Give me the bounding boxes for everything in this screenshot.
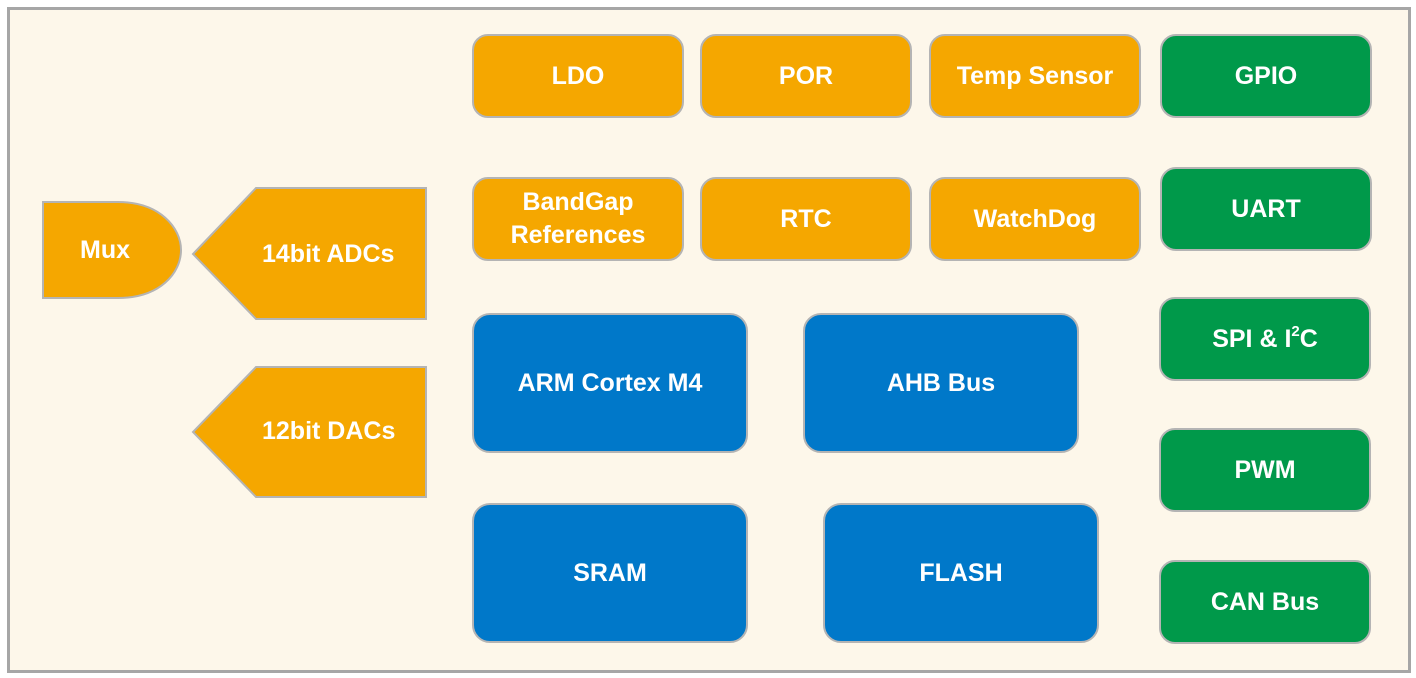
adc-shape bbox=[191, 187, 427, 320]
ahb-bus-block: AHB Bus bbox=[803, 313, 1079, 453]
mux-shape bbox=[42, 201, 183, 299]
flash-block: FLASH bbox=[823, 503, 1099, 643]
watchdog-label: WatchDog bbox=[973, 204, 1097, 233]
pwm-label: PWM bbox=[1234, 455, 1296, 484]
can-bus-block: CAN Bus bbox=[1159, 560, 1371, 644]
uart-block: UART bbox=[1160, 167, 1372, 251]
ldo-block: LDO bbox=[472, 34, 684, 118]
watchdog-block: WatchDog bbox=[929, 177, 1141, 261]
gpio-label: GPIO bbox=[1234, 61, 1298, 90]
can-bus-label: CAN Bus bbox=[1210, 587, 1320, 616]
uart-label: UART bbox=[1231, 194, 1301, 223]
spi-i2c-label-superscript: 2 bbox=[1291, 322, 1300, 340]
arm-cortex-label: ARM Cortex M4 bbox=[517, 368, 703, 397]
arm-cortex-block: ARM Cortex M4 bbox=[472, 313, 748, 453]
rtc-label: RTC bbox=[780, 204, 832, 233]
ldo-label: LDO bbox=[551, 61, 605, 90]
bandgap-label-line1: BandGap bbox=[522, 188, 634, 216]
sram-block: SRAM bbox=[472, 503, 748, 643]
por-block: POR bbox=[700, 34, 912, 118]
temp-sensor-block: Temp Sensor bbox=[929, 34, 1141, 118]
rtc-block: RTC bbox=[700, 177, 912, 261]
spi-i2c-block: SPI & I2C bbox=[1159, 297, 1371, 381]
bandgap-block: BandGap References bbox=[472, 177, 684, 261]
dac-label: 12bit DACs bbox=[262, 417, 396, 445]
por-label: POR bbox=[778, 61, 834, 90]
temp-sensor-label: Temp Sensor bbox=[956, 61, 1114, 90]
flash-label: FLASH bbox=[919, 558, 1003, 587]
adc-label: 14bit ADCs bbox=[262, 240, 395, 268]
ahb-bus-label: AHB Bus bbox=[886, 368, 996, 397]
dac-shape bbox=[191, 366, 427, 498]
bandgap-label-line2: References bbox=[510, 221, 646, 249]
spi-i2c-label-suffix: C bbox=[1299, 324, 1318, 353]
sram-label: SRAM bbox=[573, 558, 647, 587]
spi-i2c-label: SPI & I2C bbox=[1212, 323, 1318, 356]
mux-label: Mux bbox=[80, 236, 130, 264]
pwm-block: PWM bbox=[1159, 428, 1371, 512]
gpio-block: GPIO bbox=[1160, 34, 1372, 118]
spi-i2c-label-prefix: SPI & I bbox=[1212, 324, 1292, 353]
